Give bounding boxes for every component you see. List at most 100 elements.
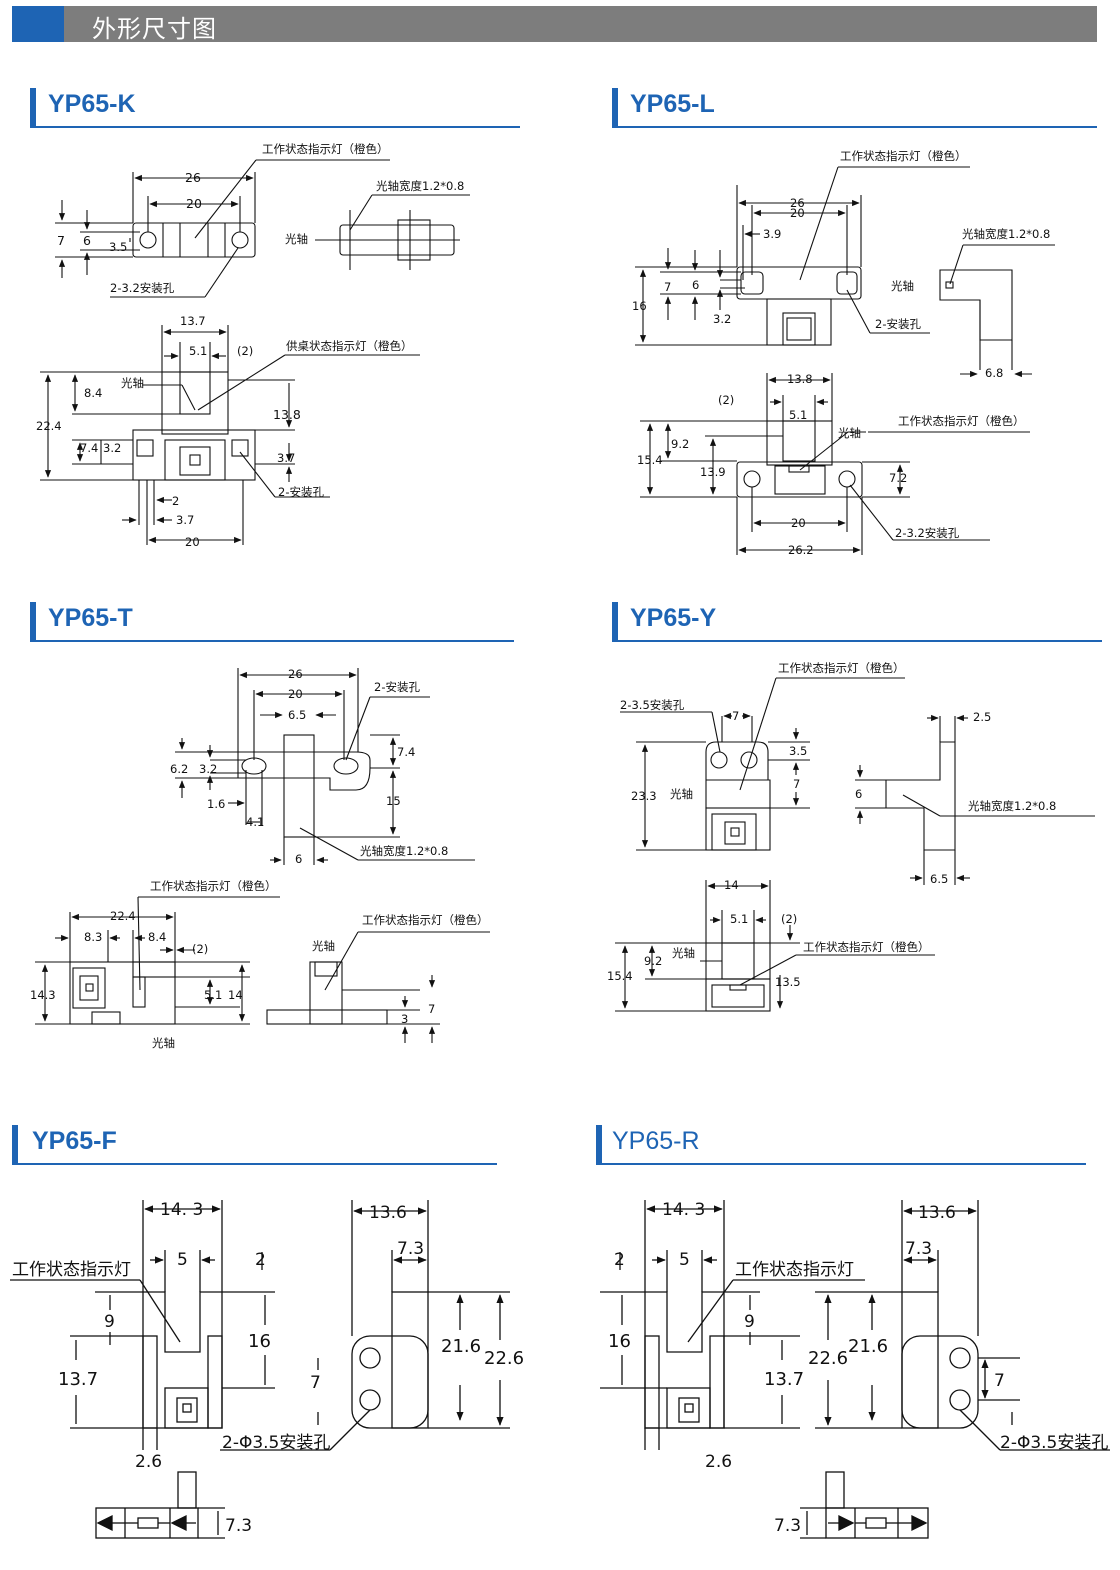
section-name: YP65-F [32,1127,117,1155]
section-underline [30,640,514,642]
dim-k-paren2: (2) [237,344,253,358]
label-mount-f: 2-Φ3.5安装孔 [222,1433,330,1453]
label-mount-t: 2-安装孔 [374,680,420,694]
section-title-bar [612,88,618,126]
dim-y-paren2: (2) [781,912,797,926]
label-indicator-l1: 工作状态指示灯（橙色） [840,149,967,163]
dim-t-20: 20 [288,687,303,701]
label-shaft-t: 光轴 [152,1036,175,1050]
dim-l-5-1: 5.1 [789,408,807,422]
section-title-bar [30,88,36,126]
drawing-yp65-r-front [600,1200,865,1450]
label-mount-y: 2-3.5安装孔 [620,698,685,712]
dim-r-2-6: 2.6 [705,1452,732,1472]
dim-f-9: 9 [104,1312,115,1332]
dim-y-7: 7 [732,709,739,723]
drawing-yp65-f-bottom [95,1471,225,1539]
dim-y-6-5: 6.5 [930,872,948,886]
dim-y-2-5: 2.5 [973,710,991,724]
dim-r-22-6: 22.6 [808,1348,848,1369]
dim-y-5-1: 5.1 [730,912,748,926]
section-title-yp65-r: YP65-R [596,1125,1086,1165]
drawing-yp65-f-side [220,1200,510,1451]
section-underline [30,126,520,128]
dim-f-7-3b: 7.3 [225,1516,252,1536]
dim-f-13-6: 13.6 [369,1203,407,1223]
dim-f-16: 16 [248,1331,271,1352]
dim-l-16: 16 [632,299,647,313]
drawing-yp65-y-front [615,880,935,1012]
dim-l-9-2: 9.2 [671,437,689,451]
dim-k-3-5: 3.5 [109,240,127,254]
dim-y-23-3: 23.3 [631,789,657,803]
section-underline [612,640,1102,642]
dim-k-13-7: 13.7 [180,314,206,328]
dim-l-6: 6 [692,278,699,292]
dim-t-8-4: 8.4 [148,930,166,944]
label-shaft-l2: 光轴 [838,426,861,440]
dim-y-6: 6 [855,787,862,801]
dim-l-7: 7 [664,280,671,294]
label-indicator-k2: 供桌状态指示灯（橙色） [286,339,413,353]
dim-l-15-4: 15.4 [637,453,663,467]
dim-k-8-4: 8.4 [84,386,102,400]
dim-r-14-3: 14. 3 [662,1200,705,1220]
dim-r-13-7: 13.7 [764,1369,804,1390]
dim-t-7-4: 7.4 [397,745,415,759]
section-name: YP65-K [48,90,136,118]
dim-k-3-7b: 3.7 [176,513,194,527]
dim-l-26-2: 26.2 [788,543,814,557]
label-shaft-t2: 光轴 [312,939,335,953]
label-shaft-width-t: 光轴宽度1.2*0.8 [360,844,448,858]
dim-t-6-2: 6.2 [170,762,188,776]
dim-f-7-3: 7.3 [397,1239,424,1259]
label-mount-l: 2-安装孔 [875,317,921,331]
section-underline [612,126,1097,128]
page-header: 外形尺寸图 [12,6,1097,43]
dim-k-13-8: 13.8 [273,407,301,422]
dim-f-14-3: 14. 3 [160,1200,203,1220]
dim-r-7: 7 [994,1371,1005,1391]
dim-r-21-6: 21.6 [848,1336,888,1357]
header-accent-block [12,6,64,42]
label-mount-l2: 2-3.2安装孔 [895,526,960,540]
label-indicator-k1: 工作状态指示灯（橙色） [262,142,389,156]
dim-t-5-1: 5.1 [204,988,222,1002]
section-title-yp65-f: YP65-F [12,1125,497,1165]
label-shaft-width-y: 光轴宽度1.2*0.8 [968,799,1056,813]
dim-t-3-2: 3.2 [199,762,217,776]
dim-l-paren2: (2) [718,393,734,407]
label-indicator-l2: 工作状态指示灯（橙色） [898,414,1025,428]
dim-y-15-4: 15.4 [607,969,633,983]
section-title-yp65-y: YP65-Y [612,602,1102,642]
dim-t-7: 7 [428,1002,435,1016]
label-indicator-f: 工作状态指示灯 [12,1260,131,1280]
dim-k-6: 6 [83,233,91,248]
label-shaft-width-k: 光轴宽度1.2*0.8 [376,179,464,193]
section-title-yp65-l: YP65-L [612,88,1097,128]
section-title-bar [596,1125,602,1163]
label-shaft-l: 光轴 [891,279,914,293]
section-underline [596,1163,1086,1165]
dim-t-4-1: 4.1 [246,815,264,829]
dim-t-6-5: 6.5 [288,708,306,722]
drawing-yp65-t-top [175,668,475,865]
dim-t-14: 14 [228,988,243,1002]
dim-r-9: 9 [744,1312,755,1332]
dim-l-13-8: 13.8 [787,372,813,386]
dim-r-2: 2 [614,1250,625,1270]
dim-y-3-5: 3.5 [789,744,807,758]
dim-y-14: 14 [724,878,739,892]
label-indicator-t2: 工作状态指示灯（橙色） [362,913,489,927]
label-mount-k2: 2-安装孔 [278,485,324,499]
drawing-yp65-l-top [635,166,1055,378]
label-shaft-y2: 光轴 [672,946,695,960]
dim-t-paren2: (2) [192,942,208,956]
dim-y-7b: 7 [793,777,800,791]
dim-k-20b: 20 [185,535,200,549]
dim-r-7-3b: 7.3 [774,1516,801,1536]
section-name: YP65-R [612,1127,700,1155]
dim-f-2: 2 [255,1250,266,1270]
dim-l-20b: 20 [791,516,806,530]
